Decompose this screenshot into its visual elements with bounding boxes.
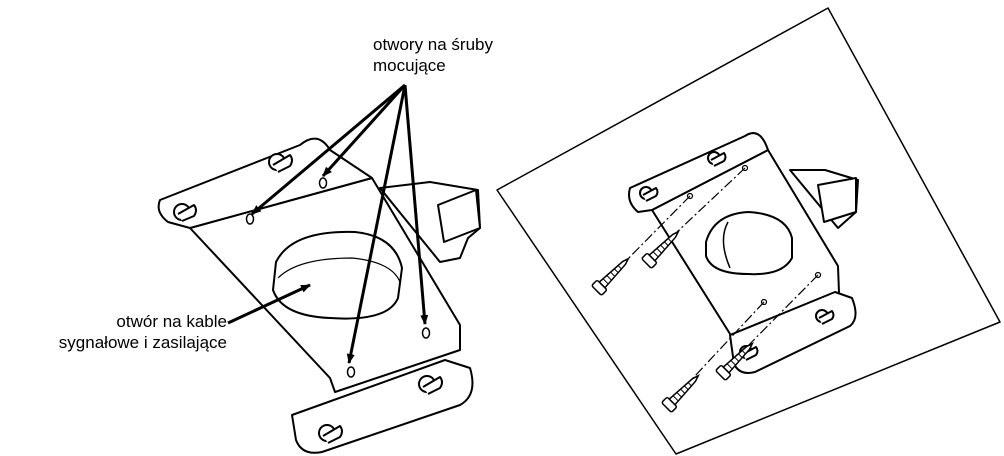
- keyhole-right-4-icon: [815, 309, 835, 325]
- screw-holes-label-line-2: mocujące: [373, 56, 446, 75]
- arrow-screw-1: [251, 83, 406, 216]
- screw-2-icon: [641, 230, 680, 269]
- screw-3-icon: [661, 374, 700, 413]
- keyhole-right-1-icon: [639, 186, 659, 202]
- screws: [591, 230, 754, 413]
- arrow-screw-4: [403, 84, 429, 325]
- cable-hole-label-line-2: sygnałowe i zasilające: [58, 333, 227, 352]
- screw-hole-1: [245, 213, 255, 225]
- cable-hole-label: otwór na kable sygnałowe i zasilające: [59, 311, 227, 353]
- mounting-bracket-right: [628, 132, 859, 374]
- screw-4-icon: [715, 342, 754, 381]
- screw-hole-3: [346, 366, 356, 378]
- bracket-top-flange: [157, 137, 373, 229]
- arrow-cable: [227, 283, 311, 325]
- screw-1-icon: [591, 257, 630, 296]
- arrow-screw-3: [346, 84, 407, 364]
- keyhole-bottom-right-icon: [418, 375, 443, 395]
- arrow-screw-2: [321, 83, 407, 178]
- bracket-right-top-flange: [628, 132, 769, 213]
- screw-holes-label-line-1: otwory na śruby: [373, 35, 493, 54]
- cable-hole: [272, 230, 403, 320]
- keyhole-right-2-icon: [707, 151, 727, 167]
- mounting-bracket-left: [157, 137, 481, 454]
- screw-hole-4: [421, 327, 431, 339]
- keyhole-top-left-1-icon: [173, 203, 197, 222]
- keyhole-top-left-2-icon: [268, 153, 293, 173]
- screw-holes-label: otwory na śruby mocujące: [373, 34, 493, 76]
- bracket-right-cable-hole: [705, 211, 793, 276]
- keyhole-bottom-left-icon: [318, 424, 343, 444]
- cable-hole-label-line-1: otwór na kable: [116, 312, 227, 331]
- arrows: [227, 83, 429, 364]
- screw-hole-2: [318, 177, 328, 189]
